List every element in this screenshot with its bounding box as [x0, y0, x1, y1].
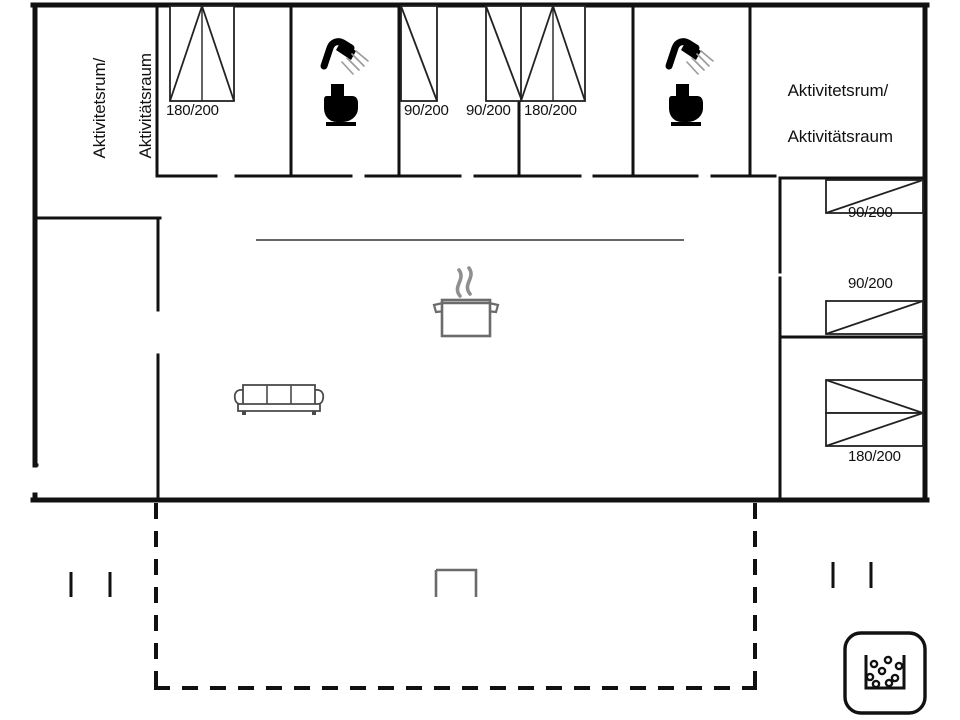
railing-ticks	[69, 562, 873, 597]
terrace-outline	[154, 503, 757, 690]
cooking-pot-icon	[432, 266, 500, 338]
sofa-icon	[233, 384, 325, 415]
bed-top-2	[400, 5, 438, 102]
shower-icon	[665, 38, 714, 75]
bed-top-3	[485, 5, 523, 102]
shower-icon	[320, 38, 369, 75]
room-label-line1: Aktivitetsrum/	[89, 57, 109, 159]
room-label-activity-left: Aktivitetsrum/ Aktivitätsraum	[66, 53, 181, 176]
bed-size-right-3: 180/200	[848, 448, 901, 465]
bed-top-4	[520, 5, 586, 102]
room-label-line2: Aktivitätsraum	[787, 126, 893, 146]
toilet-icon	[669, 84, 703, 126]
interior-walls	[33, 3, 927, 502]
bath-2	[665, 38, 714, 126]
room-label-line1: Aktivitetsrum/	[787, 80, 889, 100]
toilet-icon	[324, 84, 358, 126]
bed-size-right-2: 90/200	[848, 275, 893, 292]
bed-size-top-1: 180/200	[166, 102, 219, 119]
bed-size-top-4: 180/200	[524, 102, 577, 119]
bed-size-top-3: 90/200	[466, 102, 511, 119]
ball-pit-icon	[864, 655, 906, 690]
bed-right-2	[825, 300, 924, 335]
bed-right-1	[825, 179, 924, 214]
room-label-line2: Aktivitätsraum	[135, 53, 155, 159]
bath-1	[320, 38, 369, 126]
bed-right-3	[825, 379, 924, 447]
playground-badge[interactable]	[843, 631, 927, 715]
room-label-activity-right: Aktivitetsrum/ Aktivitätsraum	[770, 57, 893, 172]
bed-size-top-2: 90/200	[404, 102, 449, 119]
bed-size-right-1: 90/200	[848, 204, 893, 221]
outer-walls	[30, 2, 930, 503]
table-icon	[434, 568, 478, 597]
bed-top-1	[169, 5, 235, 102]
